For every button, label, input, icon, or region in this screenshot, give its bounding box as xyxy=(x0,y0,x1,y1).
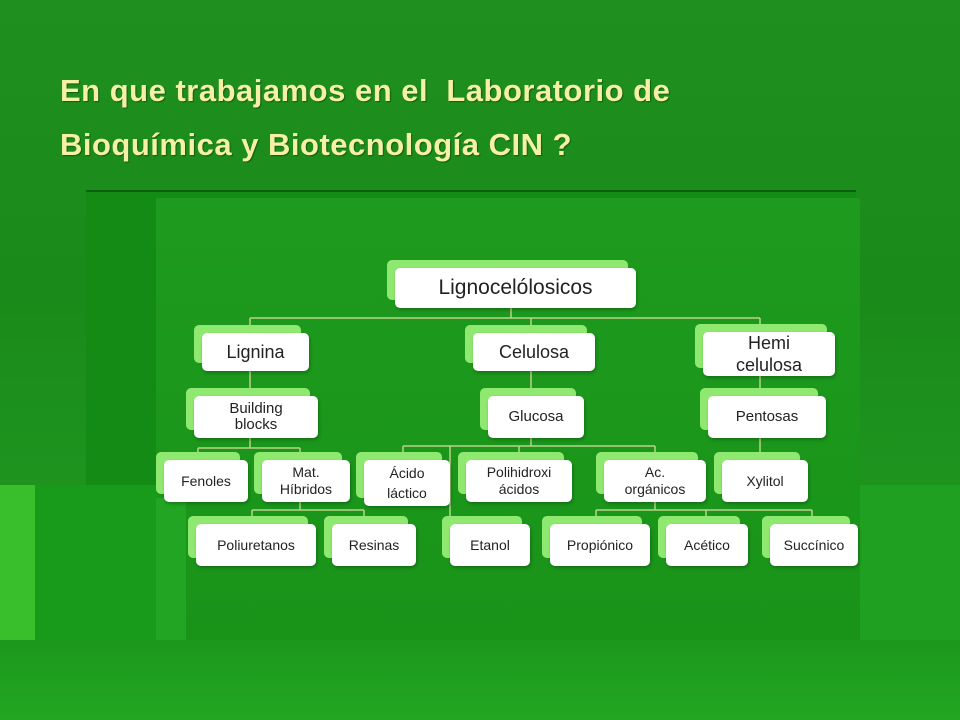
node-label: Xylitol xyxy=(746,472,784,489)
node-celulosa: Celulosa xyxy=(465,325,595,371)
node-building-blocks: Building blocks xyxy=(186,388,318,438)
node-glucosa: Glucosa xyxy=(480,388,584,438)
node-label: Mat. Híbridos xyxy=(279,464,333,497)
node-label: Glucosa xyxy=(508,408,564,425)
diagram-shade xyxy=(156,498,186,640)
node-acetico: Acético xyxy=(658,516,748,566)
node-polihidroxi-acidos: Polihidroxi ácidos xyxy=(458,452,572,502)
node-hemicelulosa: Hemi celulosa xyxy=(695,324,835,376)
node-poliuretanos: Poliuretanos xyxy=(188,516,316,566)
node-ac-organicos: Ac. orgánicos xyxy=(596,452,706,502)
node-label: Lignocelólosicos xyxy=(438,276,593,299)
slide-title-line-1: En que trabajamos en el Laboratorio de xyxy=(60,73,671,108)
node-label: Ácido láctico xyxy=(387,465,427,501)
node-acido-lactico: Ácido láctico xyxy=(356,452,450,506)
node-etanol: Etanol xyxy=(442,516,530,566)
node-label: Ac. orgánicos xyxy=(624,464,686,497)
node-succinico: Succínico xyxy=(762,516,858,566)
node-label: Acético xyxy=(684,536,730,553)
node-label: Fenoles xyxy=(181,472,231,489)
node-fenoles: Fenoles xyxy=(156,452,248,502)
node-pentosas: Pentosas xyxy=(700,388,826,438)
connector-root-children xyxy=(249,308,761,330)
node-label: Lignina xyxy=(226,341,285,362)
node-mat-hibridos: Mat. Híbridos xyxy=(254,452,350,502)
node-label: Propiónico xyxy=(566,536,634,553)
connector-mat-hibridos-children xyxy=(251,502,365,522)
node-label: Resinas xyxy=(348,536,400,553)
node-resinas: Resinas xyxy=(324,516,416,566)
node-lignina: Lignina xyxy=(194,325,309,371)
node-label: Hemi celulosa xyxy=(735,333,803,375)
node-label: Succínico xyxy=(783,536,845,553)
slide-title: En que trabajamos en el Laboratorio de B… xyxy=(60,64,920,172)
node-label: Pentosas xyxy=(735,408,799,425)
node-lignocelulosicos: Lignocelólosicos xyxy=(387,260,636,308)
node-label: Etanol xyxy=(470,536,510,553)
node-propionico: Propiónico xyxy=(542,516,650,566)
slide-title-line-2: Bioquímica y Biotecnología CIN ? xyxy=(60,127,573,162)
node-label: Building blocks xyxy=(229,400,283,433)
decorative-strip-bottom xyxy=(0,640,960,720)
connector-building-blocks-children xyxy=(197,436,301,460)
node-label: Celulosa xyxy=(498,341,570,362)
node-label: Polihidroxi ácidos xyxy=(486,464,552,497)
node-label: Poliuretanos xyxy=(217,536,295,553)
node-xylitol: Xylitol xyxy=(714,452,808,502)
